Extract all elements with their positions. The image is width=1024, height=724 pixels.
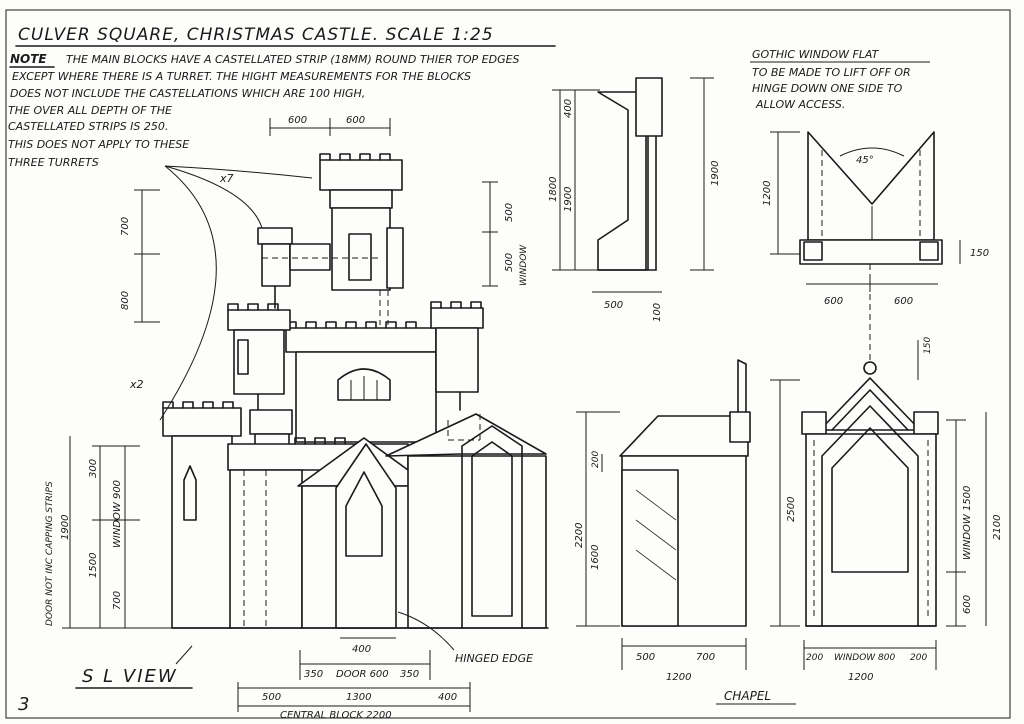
dim-1300: 1300 [346,692,371,703]
dim-1900-b: 1900 [710,161,721,186]
dim-600-c: 600 [962,595,973,614]
dim-700-b: 700 [112,591,123,610]
dim-600-g1: 600 [824,296,843,307]
view-label: S L VIEW [82,666,178,687]
dim-door-600: DOOR 600 [336,669,389,680]
dim-window-900: WINDOW 900 [112,480,123,548]
gothic-window [337,368,391,401]
dim-600-b: 600 [346,115,365,126]
note-line-1: THE MAIN BLOCKS HAVE A CASTELLATED STRIP… [66,53,520,66]
gothic-window-flat [799,131,943,360]
dim-300: 300 [88,459,99,478]
dim-2200: 2200 [574,523,585,548]
window-label: WINDOW [519,244,529,286]
dim-150-g: 150 [970,248,989,259]
top-turret [319,159,403,191]
dim-350-b: 350 [400,669,419,680]
gothic-note-title: GOTHIC WINDOW FLAT [752,48,880,61]
dim-400: 400 [563,99,574,118]
sheet-border [5,9,1011,719]
dim-400-door: 400 [352,644,371,655]
left-turret [162,407,242,437]
gothic-note-line-1: TO BE MADE TO LIFT OFF OR [752,66,911,79]
dim-500-b: 500 [604,300,623,311]
dim-100: 100 [652,303,663,322]
drawing-title: CULVER SQUARE, CHRISTMAS CASTLE. SCALE 1… [18,25,494,45]
count-x2: x2 [129,378,144,391]
gothic-note-line-3: ALLOW ACCESS. [755,98,845,111]
dim-600-g2: 600 [894,296,913,307]
note-line-4: THE OVER ALL DEPTH OF THE [8,104,172,117]
chapel-label: CHAPEL [724,689,771,703]
chapel-front [801,361,939,627]
turret-pointer [164,165,313,179]
dim-200-a: 200 [806,653,823,663]
dim-200-s: 200 [591,451,601,468]
middle-battlement [285,327,437,353]
note-line-5: CASTELLATED STRIPS IS 250. [8,120,168,133]
note-label: NOTE [10,52,47,66]
count-x7: x7 [219,172,234,185]
note-line-7: THREE TURRETS [8,156,99,169]
dim-700-s: 700 [696,652,715,663]
dim-1200-s: 1200 [666,672,691,683]
dim-1500: 1500 [88,553,99,578]
dim-1900-a: 1900 [563,187,574,212]
note-line-2: EXCEPT WHERE THERE IS A TURRET. THE HIGH… [12,70,471,83]
dim-2500: 2500 [786,497,797,522]
dim-central-block: CENTRAL BLOCK 2200 [280,710,392,721]
note-line-3: DOES NOT INCLUDE THE CASTELLATIONS WHICH… [10,87,365,100]
dim-1900-door: 1900 [60,515,71,540]
door-note: DOOR NOT INC CAPPING STRIPS [45,481,55,626]
tower-window [348,233,372,281]
dim-500-window: 500 [504,253,515,272]
gothic-note-line-2: HINGE DOWN ONE SIDE TO [752,82,903,95]
page-number: 3 [18,694,31,715]
entry-window [345,471,383,557]
dim-500: 500 [504,203,515,222]
dim-2100: 2100 [992,515,1003,540]
dim-1800: 1800 [548,177,559,202]
chapel-window [831,427,909,573]
dim-150-c: 150 [923,337,933,354]
side-view-castle [162,153,549,629]
dim-700: 700 [120,217,131,236]
dim-600-a: 600 [288,115,307,126]
dim-800: 800 [120,291,131,310]
dim-1200-c: 1200 [848,672,873,683]
dim-1200-g: 1200 [762,181,773,206]
profile-view [597,77,663,271]
dim-200-b: 200 [910,653,927,663]
hinged-edge-label: HINGED EDGE [455,652,533,665]
angle-45: 45° [856,155,874,166]
dim-350-a: 350 [304,669,323,680]
dim-500-s: 500 [636,652,655,663]
dim-400-c: 400 [438,692,457,703]
dim-window-1500: WINDOW 1500 [962,486,973,560]
chapel-side [619,359,751,627]
dim-window-800: WINDOW 800 [834,653,896,663]
dim-500-c: 500 [262,692,281,703]
dim-1600: 1600 [590,545,601,570]
note-line-6: THIS DOES NOT APPLY TO THESE [8,138,189,151]
